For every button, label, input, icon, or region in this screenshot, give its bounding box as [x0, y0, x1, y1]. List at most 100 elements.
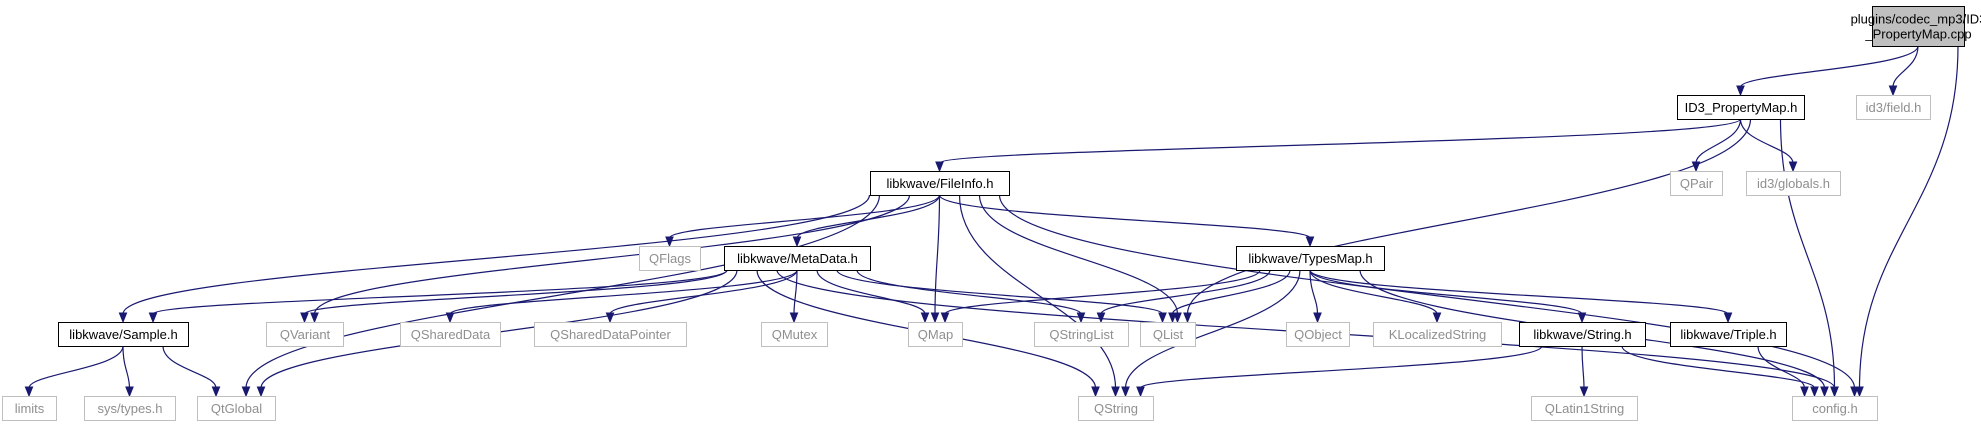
- edge-string-to-qlatin1string: [1579, 345, 1589, 398]
- node-label: QMap: [918, 327, 953, 342]
- edge-arrowhead: [1788, 161, 1798, 173]
- edge-line: [934, 194, 941, 315]
- edge-root-to-field: [1888, 45, 1919, 97]
- edge-arrowhead: [920, 312, 930, 324]
- edge-arrowhead: [1850, 386, 1859, 398]
- edge-line: [162, 345, 217, 389]
- edge-line: [958, 194, 1117, 389]
- node-box: [1236, 246, 1385, 271]
- edge-line: [1739, 45, 1919, 88]
- edge-line: [1171, 269, 1291, 315]
- edge-arrowhead: [1305, 236, 1315, 248]
- edge-arrowhead: [24, 386, 34, 398]
- edge-line: [1309, 269, 1583, 315]
- edge-arrowhead: [300, 312, 309, 324]
- edge-metadata-to-sample: [148, 269, 728, 324]
- edge-arrowhead: [1168, 312, 1177, 324]
- edge-typesmap-to-qobject: [1309, 269, 1322, 324]
- edge-fileinfo-to-qvariant: [310, 194, 911, 324]
- node-box: [1670, 171, 1723, 196]
- edge-line: [313, 194, 911, 315]
- edge-id3pm-to-globals: [1739, 118, 1798, 173]
- node-box: [58, 322, 189, 347]
- node-box: [534, 322, 687, 347]
- edge-arrowhead: [1158, 312, 1167, 324]
- node-qtglobal: QtGlobal: [197, 396, 276, 421]
- edge-line: [998, 194, 1856, 389]
- node-box: [1531, 396, 1638, 421]
- node-qlist: QList: [1140, 322, 1196, 347]
- node-field: id3/field.h: [1856, 95, 1931, 120]
- edge-metadata-to-qmap: [816, 269, 930, 324]
- edge-arrowhead: [789, 312, 799, 324]
- node-box: [197, 396, 276, 421]
- node-label: KLocalizedString: [1389, 327, 1487, 342]
- node-root[interactable]: plugins/codec_mp3/ID3_PropertyMap.cpp: [1851, 6, 1981, 47]
- node-label: QPair: [1680, 176, 1714, 191]
- edge-line: [836, 269, 1164, 315]
- edge-fileinfo-to-qstring: [958, 194, 1120, 398]
- edge-triple-to-config: [1757, 345, 1809, 398]
- node-qlatin1string: QLatin1String: [1531, 396, 1638, 421]
- node-label: id3/field.h: [1866, 100, 1922, 115]
- node-box: [2, 396, 57, 421]
- edge-fileinfo-to-typesmap: [938, 194, 1315, 248]
- node-box: [1746, 171, 1841, 196]
- edge-line: [1581, 345, 1585, 389]
- edge-fileinfo-to-qmap: [930, 194, 941, 324]
- node-label: libkwave/Sample.h: [69, 327, 177, 342]
- node-label: sys/types.h: [97, 401, 162, 416]
- node-qmap: QMap: [908, 322, 963, 347]
- edge-line: [1309, 269, 1438, 315]
- node-typesmap[interactable]: libkwave/TypesMap.h: [1236, 246, 1385, 271]
- node-label: QSharedDataPointer: [550, 327, 671, 342]
- edge-line: [816, 269, 926, 315]
- node-triple[interactable]: libkwave/Triple.h: [1670, 322, 1787, 347]
- edge-fileinfo-to-qtglobal: [241, 194, 881, 398]
- edge-arrowhead: [935, 161, 944, 173]
- node-box: [1677, 95, 1805, 120]
- edge-metadata-to-qlist: [836, 269, 1167, 324]
- edge-arrowhead: [1096, 312, 1106, 324]
- edge-arrowhead: [1736, 85, 1745, 97]
- edge-arrowhead: [241, 386, 251, 398]
- edge-layer: [24, 45, 1959, 398]
- node-id3pm[interactable]: ID3_PropertyMap.h: [1677, 95, 1805, 120]
- edge-fileinfo-to-qflags: [665, 194, 941, 248]
- node-box: [870, 171, 1010, 196]
- node-sample[interactable]: libkwave/Sample.h: [58, 322, 189, 347]
- edge-typesmap-to-string: [1309, 269, 1587, 324]
- node-label: config.h: [1812, 401, 1858, 416]
- edge-line: [1621, 345, 1816, 389]
- node-label: QString: [1094, 401, 1138, 416]
- edge-arrowhead: [1121, 386, 1130, 398]
- edge-line: [1779, 118, 1836, 389]
- node-metadata[interactable]: libkwave/MetaData.h: [724, 246, 871, 271]
- edge-arrowhead: [1820, 386, 1829, 398]
- edge-typesmap-to-qlist: [1168, 269, 1291, 324]
- edge-fileinfo-to-metadata: [792, 194, 941, 248]
- node-label: QSharedData: [411, 327, 491, 342]
- node-klocalizedstring: KLocalizedString: [1373, 322, 1502, 347]
- edge-line: [1892, 45, 1919, 88]
- node-box: [266, 322, 344, 347]
- edge-arrowhead: [940, 312, 950, 324]
- node-label: libkwave/String.h: [1533, 327, 1631, 342]
- edge-line: [303, 269, 728, 315]
- edge-arrowhead: [310, 312, 319, 324]
- edge-arrowhead: [1830, 386, 1839, 398]
- node-fileinfo[interactable]: libkwave/FileInfo.h: [870, 171, 1010, 196]
- node-config: config.h: [1792, 396, 1878, 421]
- node-label: plugins/codec_mp3/ID3: [1851, 12, 1981, 27]
- edge-arrowhead: [1136, 386, 1145, 398]
- node-string[interactable]: libkwave/String.h: [1519, 322, 1646, 347]
- node-box: [1856, 95, 1931, 120]
- edge-line: [793, 269, 798, 315]
- node-box: [1034, 322, 1129, 347]
- node-label: QObject: [1294, 327, 1342, 342]
- edge-arrowhead: [1183, 312, 1192, 324]
- edge-arrowhead: [148, 312, 158, 324]
- edge-root-to-id3pm: [1736, 45, 1919, 97]
- edge-arrowhead: [605, 312, 615, 324]
- edge-line: [1695, 118, 1742, 164]
